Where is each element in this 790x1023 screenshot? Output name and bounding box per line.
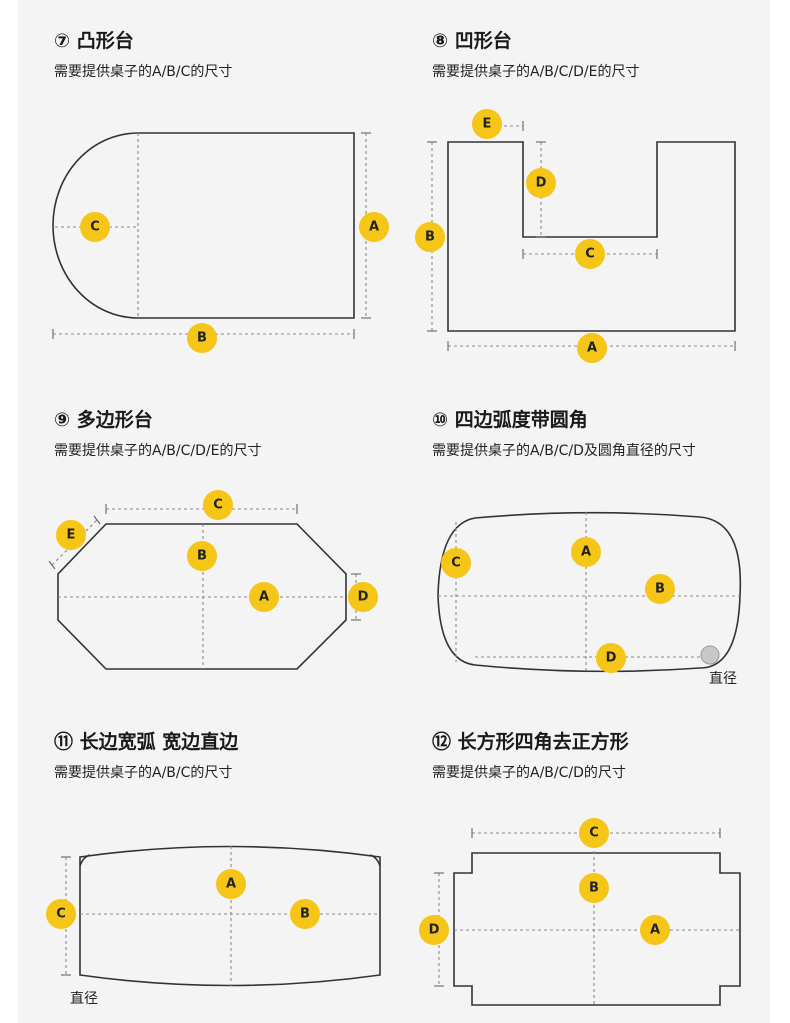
- badge-b: B: [187, 541, 217, 571]
- badge-c-label: C: [213, 498, 223, 513]
- badge-b: B: [290, 899, 320, 929]
- badge-b: B: [645, 574, 675, 604]
- section-12-diagram: C B A D: [419, 818, 741, 1006]
- octagon-table-shape: [57, 523, 347, 670]
- section-11-diameter-note: 直径: [70, 991, 98, 1007]
- section-7-subtitle: 需要提供桌子的A/B/C的尺寸: [54, 64, 233, 80]
- badge-c: C: [579, 818, 609, 848]
- badge-e-label: E: [483, 117, 492, 132]
- badge-e: E: [472, 109, 502, 139]
- badge-c-label: C: [585, 247, 595, 262]
- badge-d: D: [419, 915, 449, 945]
- badge-b-label: B: [589, 881, 599, 896]
- badge-c-label: C: [589, 826, 599, 841]
- section-9-diagram: C E B A D: [48, 490, 378, 670]
- badge-c-label: C: [90, 220, 100, 235]
- badge-b-label: B: [197, 549, 207, 564]
- section-10-title: ⑩ 四边弧度带圆角: [432, 409, 588, 431]
- badge-d-label: D: [429, 923, 440, 938]
- badge-c-label: C: [56, 907, 66, 922]
- corner-arc-top-right: [369, 854, 381, 867]
- badge-e: E: [56, 520, 86, 550]
- badge-c: C: [203, 490, 233, 520]
- concave-table-shape: [447, 141, 736, 332]
- section-11-subtitle: 需要提供桌子的A/B/C的尺寸: [54, 765, 233, 781]
- badge-b: B: [579, 873, 609, 903]
- badge-d-label: D: [536, 176, 547, 191]
- badge-e-label: E: [67, 528, 76, 543]
- section-11-diagram: A B C: [46, 845, 381, 987]
- badge-a-label: A: [650, 923, 660, 938]
- section-9-subtitle: 需要提供桌子的A/B/C/D/E的尺寸: [54, 443, 262, 459]
- section-8-subtitle: 需要提供桌子的A/B/C/D/E的尺寸: [432, 64, 640, 80]
- badge-d: D: [526, 168, 556, 198]
- badge-c: C: [441, 548, 471, 578]
- section-7-title: ⑦ 凸形台: [54, 30, 134, 52]
- corner-arc-top-left: [79, 854, 91, 867]
- badge-b: B: [415, 222, 445, 252]
- section-12-subtitle: 需要提供桌子的A/B/C/D的尺寸: [432, 765, 626, 781]
- badge-c: C: [575, 239, 605, 269]
- section-10-subtitle: 需要提供桌子的A/B/C/D及圆角直径的尺寸: [432, 443, 696, 459]
- badge-a-label: A: [581, 545, 591, 560]
- badge-a: A: [359, 212, 389, 242]
- convex-table-shape: [52, 132, 355, 319]
- section-8-diagram: E D B C A: [415, 109, 736, 363]
- badge-d-label: D: [358, 590, 369, 605]
- badge-c: C: [80, 212, 110, 242]
- badge-a-label: A: [587, 341, 597, 356]
- section-10-diagram: C A B D: [437, 511, 742, 673]
- arc-table-shape: [79, 845, 381, 987]
- rounded-table-shape: [437, 511, 742, 673]
- section-8-title: ⑧ 凹形台: [432, 30, 512, 52]
- badge-a: A: [577, 333, 607, 363]
- badge-b: B: [187, 323, 217, 353]
- badge-a: A: [571, 537, 601, 567]
- badge-d: D: [596, 643, 626, 673]
- badge-d-label: D: [606, 651, 617, 666]
- corner-diameter-marker: [700, 645, 720, 665]
- notched-table-shape: [453, 852, 741, 1006]
- badge-a-label: A: [226, 877, 236, 892]
- section-9-title: ⑨ 多边形台: [54, 409, 153, 431]
- badge-b-label: B: [197, 331, 207, 346]
- section-10-diameter-note: 直径: [709, 671, 737, 687]
- badge-c: C: [46, 899, 76, 929]
- badge-c-label: C: [451, 556, 461, 571]
- badge-b-label: B: [300, 907, 310, 922]
- badge-d: D: [348, 582, 378, 612]
- badge-b-label: B: [425, 230, 435, 245]
- badge-a: A: [640, 915, 670, 945]
- section-7-diagram: C A B: [52, 132, 389, 353]
- badge-a: A: [216, 869, 246, 899]
- section-11-title: ⑪ 长边宽弧 宽边直边: [54, 731, 239, 753]
- badge-a-label: A: [369, 220, 379, 235]
- badge-a-label: A: [259, 590, 269, 605]
- badge-a: A: [249, 582, 279, 612]
- section-12-title: ⑫ 长方形四角去正方形: [432, 731, 629, 753]
- badge-b-label: B: [655, 582, 665, 597]
